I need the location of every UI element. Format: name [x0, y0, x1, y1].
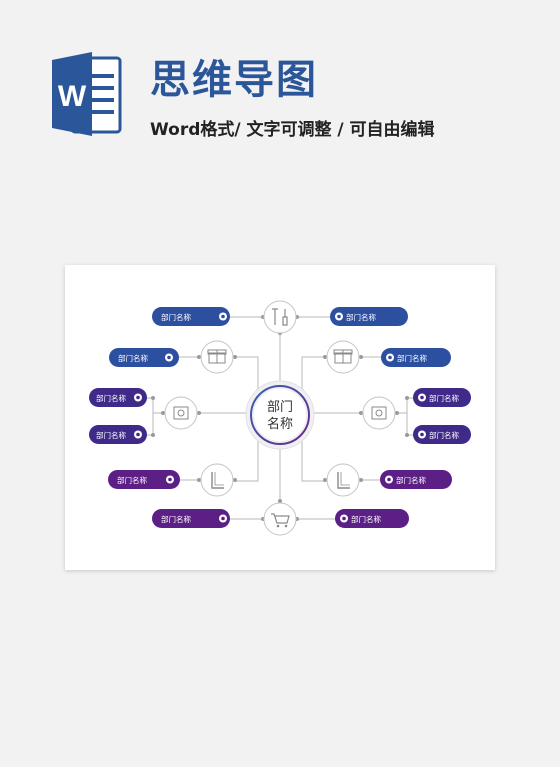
node-label: 部门名称	[429, 393, 459, 403]
gift-icon	[326, 340, 360, 374]
node-label: 部门名称	[117, 475, 147, 485]
tools-icon	[263, 300, 297, 334]
node-label: 部门名称	[96, 430, 126, 440]
node-label: 部门名称	[161, 514, 191, 524]
ruler-icon	[326, 463, 360, 497]
node-pill-bottom-left[interactable]: 部门名称	[152, 509, 230, 528]
node-label: 部门名称	[96, 393, 126, 403]
mindmap-card: 部门 名称 部门名称 部门名称 部门名称 部门名称 部门名称	[65, 265, 495, 570]
page-subtitle: Word格式/ 文字可调整 / 可自由编辑	[150, 120, 435, 140]
node-pill-mid-right-a[interactable]: 部门名称	[413, 388, 471, 407]
ruler-icon	[200, 463, 234, 497]
node-pill-bottom-right[interactable]: 部门名称	[335, 509, 409, 528]
node-label: 部门名称	[397, 353, 427, 363]
node-label: 部门名称	[118, 353, 148, 363]
center-label-line1: 部门	[267, 400, 293, 415]
mindmap-diagram: 部门 名称 部门名称 部门名称 部门名称 部门名称 部门名称	[89, 300, 471, 536]
page-title: 思维导图	[150, 57, 318, 103]
node-label: 部门名称	[161, 312, 191, 322]
node-pill-top-left[interactable]: 部门名称	[152, 307, 230, 326]
node-label: 部门名称	[351, 514, 381, 524]
node-pill-mid-left-a[interactable]: 部门名称	[89, 388, 147, 407]
node-pill-lower-right[interactable]: 部门名称	[380, 470, 452, 489]
scanner-icon	[164, 396, 198, 430]
center-node[interactable]: 部门 名称	[245, 380, 315, 450]
node-pill-mid-left-b[interactable]: 部门名称	[89, 425, 147, 444]
node-label: 部门名称	[346, 312, 376, 322]
center-label-line2: 名称	[267, 416, 293, 432]
cart-icon	[263, 502, 297, 536]
word-logo-icon: W	[52, 52, 122, 136]
node-pill-mid-right-b[interactable]: 部门名称	[413, 425, 471, 444]
node-pill-upper-right[interactable]: 部门名称	[381, 348, 451, 367]
node-label: 部门名称	[429, 430, 459, 440]
gift-icon	[200, 340, 234, 374]
node-label: 部门名称	[396, 475, 426, 485]
scanner-icon	[362, 396, 396, 430]
node-pill-top-right[interactable]: 部门名称	[330, 307, 408, 326]
node-pill-lower-left[interactable]: 部门名称	[108, 470, 180, 489]
node-pill-upper-left[interactable]: 部门名称	[109, 348, 179, 367]
word-logo-letter: W	[58, 80, 87, 113]
